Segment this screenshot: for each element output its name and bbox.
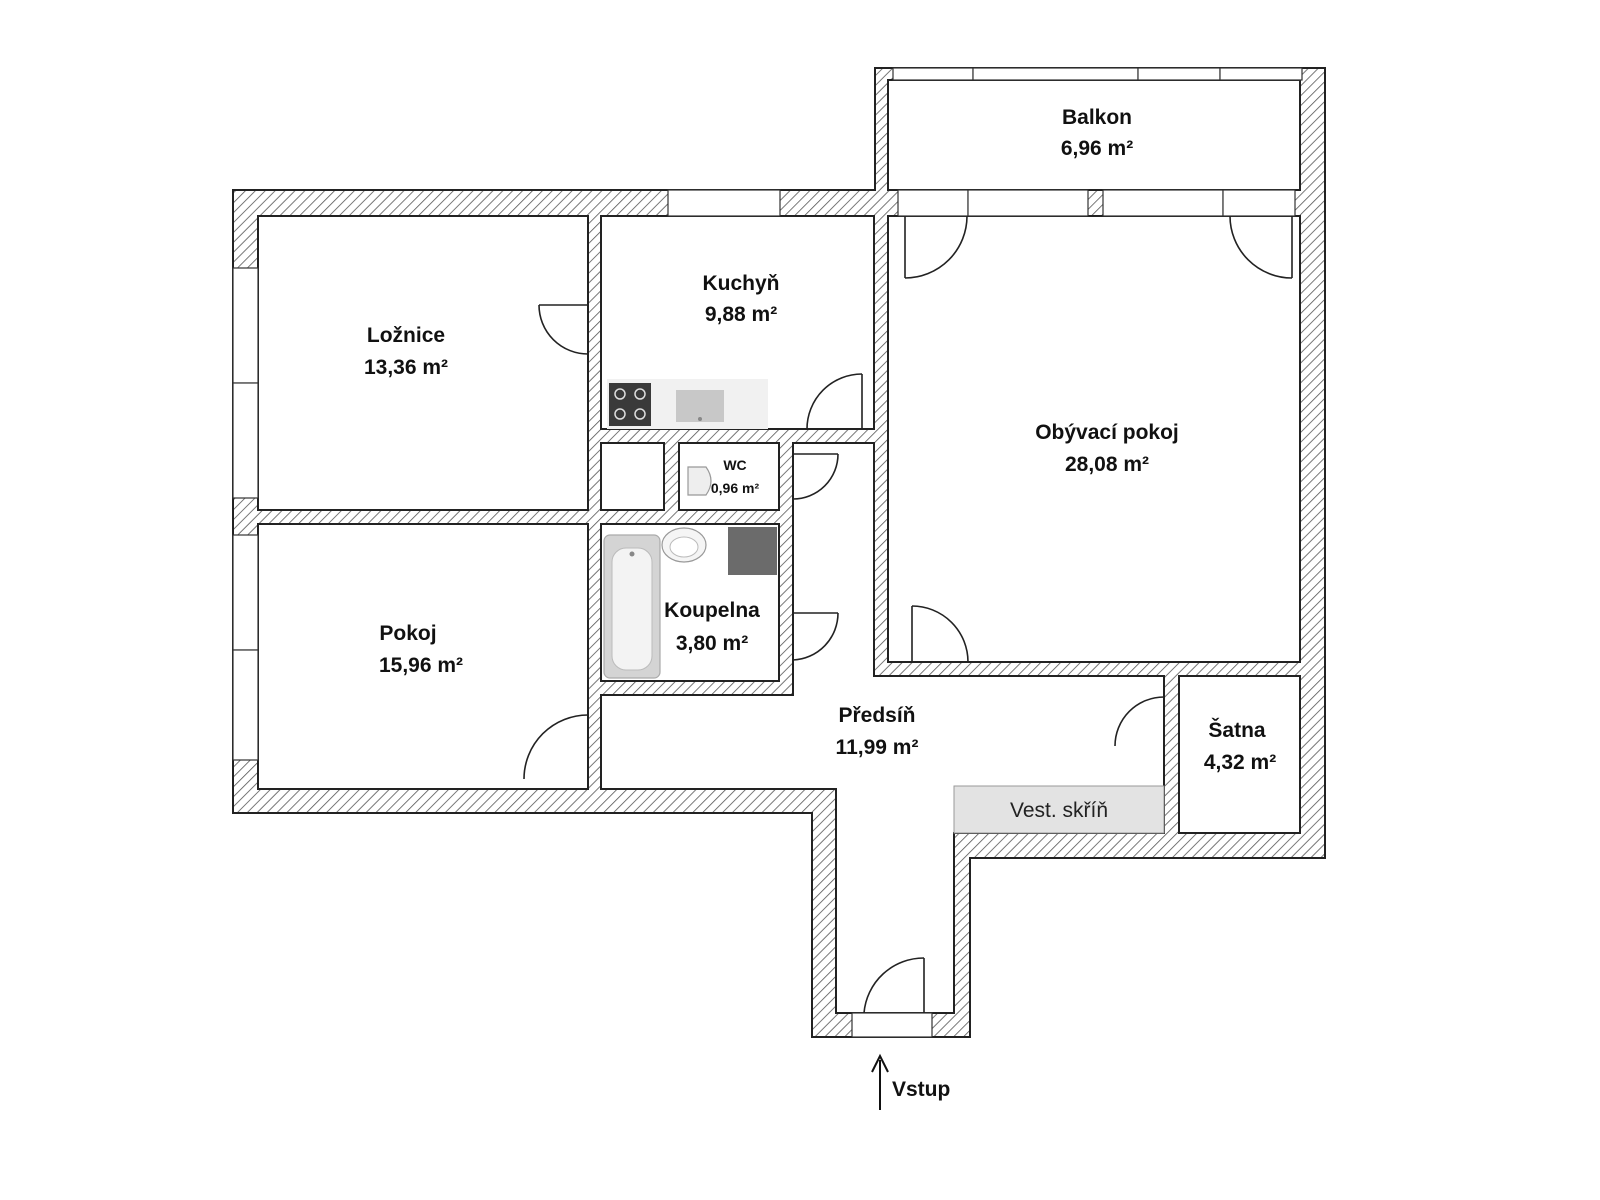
- toilet-icon: [687, 466, 712, 496]
- predsin-name: Předsíň: [838, 704, 915, 727]
- satna-area: [1178, 675, 1301, 834]
- loznice-area-label: 13,36 m²: [364, 356, 448, 379]
- washbasin-icon: [661, 527, 707, 563]
- balkon-name: Balkon: [1062, 106, 1132, 129]
- windows: [232, 67, 1303, 1038]
- satna-name: Šatna: [1208, 718, 1266, 742]
- kitchen-counter: [607, 379, 768, 429]
- predsin-area-label: 11,99 m²: [836, 736, 919, 759]
- kuchyn-name: Kuchyň: [702, 272, 779, 295]
- koupelna-area-label: 3,80 m²: [676, 632, 748, 655]
- entrance-label: Vstup: [892, 1078, 950, 1101]
- pokoj-area-label: 15,96 m²: [379, 654, 463, 677]
- doors: [523, 215, 1293, 1014]
- wc-area-label: 0,96 m²: [711, 480, 760, 496]
- bathroom-fixtures: [603, 527, 777, 679]
- wardrobe-label: Vest. skříň: [1010, 799, 1108, 822]
- obyvaci-area-label: 28,08 m²: [1065, 453, 1149, 476]
- kuchyn-area-label: 9,88 m²: [705, 303, 777, 326]
- stove-icon: [609, 383, 651, 426]
- loznice-area: [257, 215, 589, 511]
- koupelna-name: Koupelna: [664, 599, 760, 622]
- satna-area-label: 4,32 m²: [1204, 751, 1276, 774]
- loznice-name: Ložnice: [367, 324, 445, 347]
- pokoj-name: Pokoj: [379, 622, 436, 645]
- washing-machine-icon: [728, 527, 777, 575]
- balkon-area-label: 6,96 m²: [1061, 137, 1133, 160]
- obyvaci-area: [887, 215, 1301, 663]
- obyvaci-name: Obývací pokoj: [1035, 421, 1179, 444]
- storage-closet-area: [600, 442, 665, 511]
- balkon-area: [887, 79, 1301, 191]
- sink-icon: [676, 390, 724, 422]
- built-in-wardrobe: [953, 785, 1165, 834]
- rooms-layer: [257, 79, 1301, 1014]
- entrance-arrow: [871, 1053, 889, 1110]
- room-labels: Balkon 6,96 m² Ložnice 13,36 m² Kuchyň 9…: [364, 106, 1276, 774]
- wc-name: WC: [723, 457, 746, 473]
